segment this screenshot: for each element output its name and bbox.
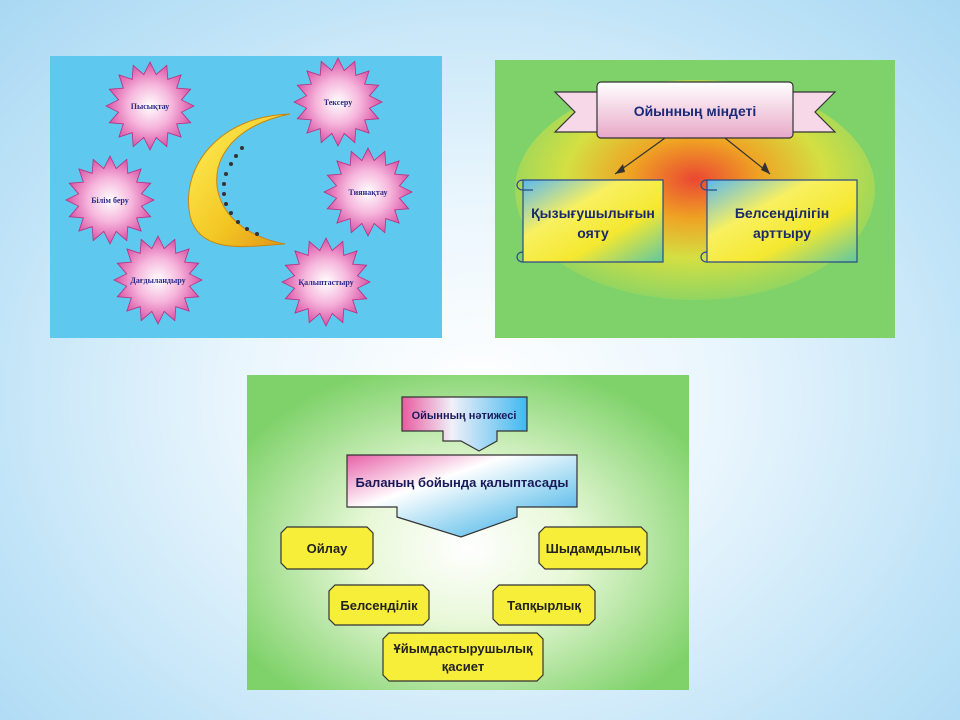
scroll-right: Белсенділігін арттыру [700, 179, 858, 263]
box-organization: Ұйымдастырушылық қасиет [382, 632, 544, 682]
star-bottom-left: Дағдыландыру [113, 235, 203, 325]
scroll-left-line1: Қызығушылығын [531, 205, 655, 221]
star-shape [293, 57, 383, 147]
star-label: Білім беру [91, 196, 128, 205]
title-banner: Ойынның міндеті [553, 81, 837, 139]
star-shape [65, 155, 155, 245]
game-result-panel: Ойынның нәтижесі Баланың бойында қалыпта… [247, 375, 689, 690]
box-thinking: Ойлау [280, 526, 374, 570]
box-activity: Белсенділік [328, 584, 430, 626]
banner-title: Ойынның міндеті [634, 103, 757, 119]
star-mid-left: Білім беру [65, 155, 155, 245]
scroll-left: Қызығушылығын ояту [516, 179, 664, 263]
box-organization-line1: Ұйымдастырушылық [394, 641, 533, 656]
box-activity-label: Белсенділік [340, 598, 418, 613]
box-resourcefulness: Тапқырлық [492, 584, 596, 626]
star-shape [113, 235, 203, 325]
top-arrow: Ойынның нәтижесі [401, 396, 528, 452]
game-task-svg: Ойынның міндеті Қызығушылығын ояту Белсе… [495, 60, 895, 338]
main-arrow: Баланың бойында қалыптасады [346, 454, 578, 538]
box-patience: Шыдамдылық [538, 526, 648, 570]
star-bottom-right: Қалыптастыру [281, 237, 371, 327]
star-shape [105, 61, 195, 151]
box-patience-label: Шыдамдылық [546, 541, 641, 556]
star-label: Тексеру [324, 98, 353, 107]
game-result-svg: Ойынның нәтижесі Баланың бойында қалыпта… [247, 375, 689, 690]
top-arrow-label: Ойынның нәтижесі [412, 410, 517, 422]
star-mid-right: Тиянақтау [323, 147, 413, 237]
star-top-right: Тексеру [293, 57, 383, 147]
main-arrow-label: Баланың бойында қалыптасады [355, 475, 568, 490]
star-label: Дағдыландыру [130, 276, 185, 285]
star-top-left: Пысықтау [105, 61, 195, 151]
moon-crescent [188, 113, 291, 248]
box-resourcefulness-label: Тапқырлық [507, 598, 581, 613]
box-thinking-label: Ойлау [307, 541, 349, 556]
scroll-left-line2: ояту [577, 225, 609, 241]
scroll-right-line2: арттыру [753, 225, 811, 241]
star-label: Тиянақтау [349, 188, 388, 197]
box-organization-line2: қасиет [442, 659, 484, 674]
star-shape [281, 237, 371, 327]
star-label: Қалыптастыру [298, 278, 353, 287]
scroll-right-line1: Белсенділігін [735, 205, 829, 221]
game-task-panel: Ойынның міндеті Қызығушылығын ояту Белсе… [495, 60, 895, 338]
star-label: Пысықтау [131, 102, 170, 111]
star-shape [323, 147, 413, 237]
